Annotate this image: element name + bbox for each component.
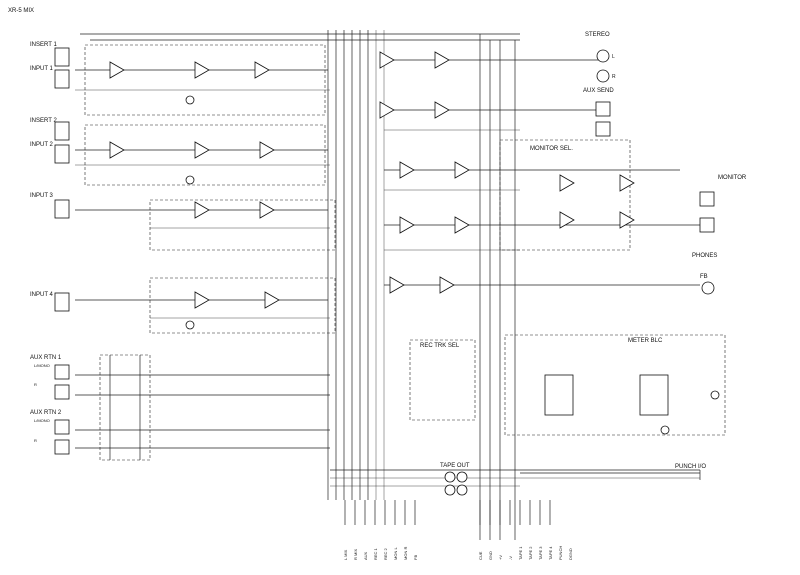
label-r-2: R [34, 438, 37, 443]
bus-label: MON R [403, 546, 408, 560]
bus-label: CUE [478, 551, 483, 560]
bus-label: FB [413, 554, 418, 560]
wiring [75, 30, 701, 540]
label-monitor: MONITOR [718, 175, 747, 181]
bus-label: R MIX [353, 548, 358, 560]
bus-label: L MIX [343, 549, 348, 560]
label-insert2: INSERT 2 [30, 118, 57, 124]
bus-label: TAPE 4 [548, 546, 553, 561]
label-lmono-1: L/MONO [34, 363, 50, 368]
bus-label: TAPE 3 [538, 546, 543, 561]
bus-label: REC 2 [383, 548, 388, 560]
meter-ics [544, 374, 720, 416]
label-l-stereo: L [612, 54, 615, 60]
label-lmono-2: L/MONO [34, 418, 50, 423]
bus-label: TAPE 1 [518, 546, 523, 561]
bus-label: GND [488, 551, 493, 560]
bus-label: -V [508, 556, 513, 560]
bus-label: MON L [393, 547, 398, 560]
label-monitor-sel: MONITOR SEL. [530, 146, 573, 152]
label-r-1: R [34, 382, 37, 387]
page-title: XR-5 MIX [8, 8, 35, 14]
jacks [54, 47, 715, 496]
label-r-stereo: R [612, 74, 616, 80]
bus-label: TAPE 2 [528, 546, 533, 561]
label-input4: INPUT 4 [30, 292, 53, 298]
label-aux-rtn2: AUX RTN 2 [30, 410, 62, 416]
label-tape-out: TAPE OUT [440, 463, 470, 469]
label-input2: INPUT 2 [30, 142, 53, 148]
label-insert1: INSERT 1 [30, 42, 57, 48]
bus-label: AUX [363, 551, 368, 560]
label-aux-rtn1: AUX RTN 1 [30, 355, 62, 361]
label-rec-trk-sel: REC TRK SEL [420, 343, 460, 349]
label-meter-blc: METER BLC [628, 338, 663, 344]
label-fb: FB [700, 274, 708, 280]
op-amps [109, 51, 635, 309]
label-stereo: STEREO [585, 32, 610, 38]
label-input3: INPUT 3 [30, 193, 53, 199]
transistors [185, 95, 670, 435]
bus-label: REC 1 [373, 548, 378, 560]
label-phones: PHONES [692, 253, 718, 259]
label-aux-send: AUX SEND [583, 88, 614, 94]
label-punch-io: PUNCH I/O [675, 464, 707, 470]
module-boxes [84, 44, 726, 461]
bus-label: DGND [568, 548, 573, 560]
bus-label: PUNCH [558, 545, 563, 560]
label-input1: INPUT 1 [30, 66, 53, 72]
bus-label: +V [498, 554, 503, 560]
